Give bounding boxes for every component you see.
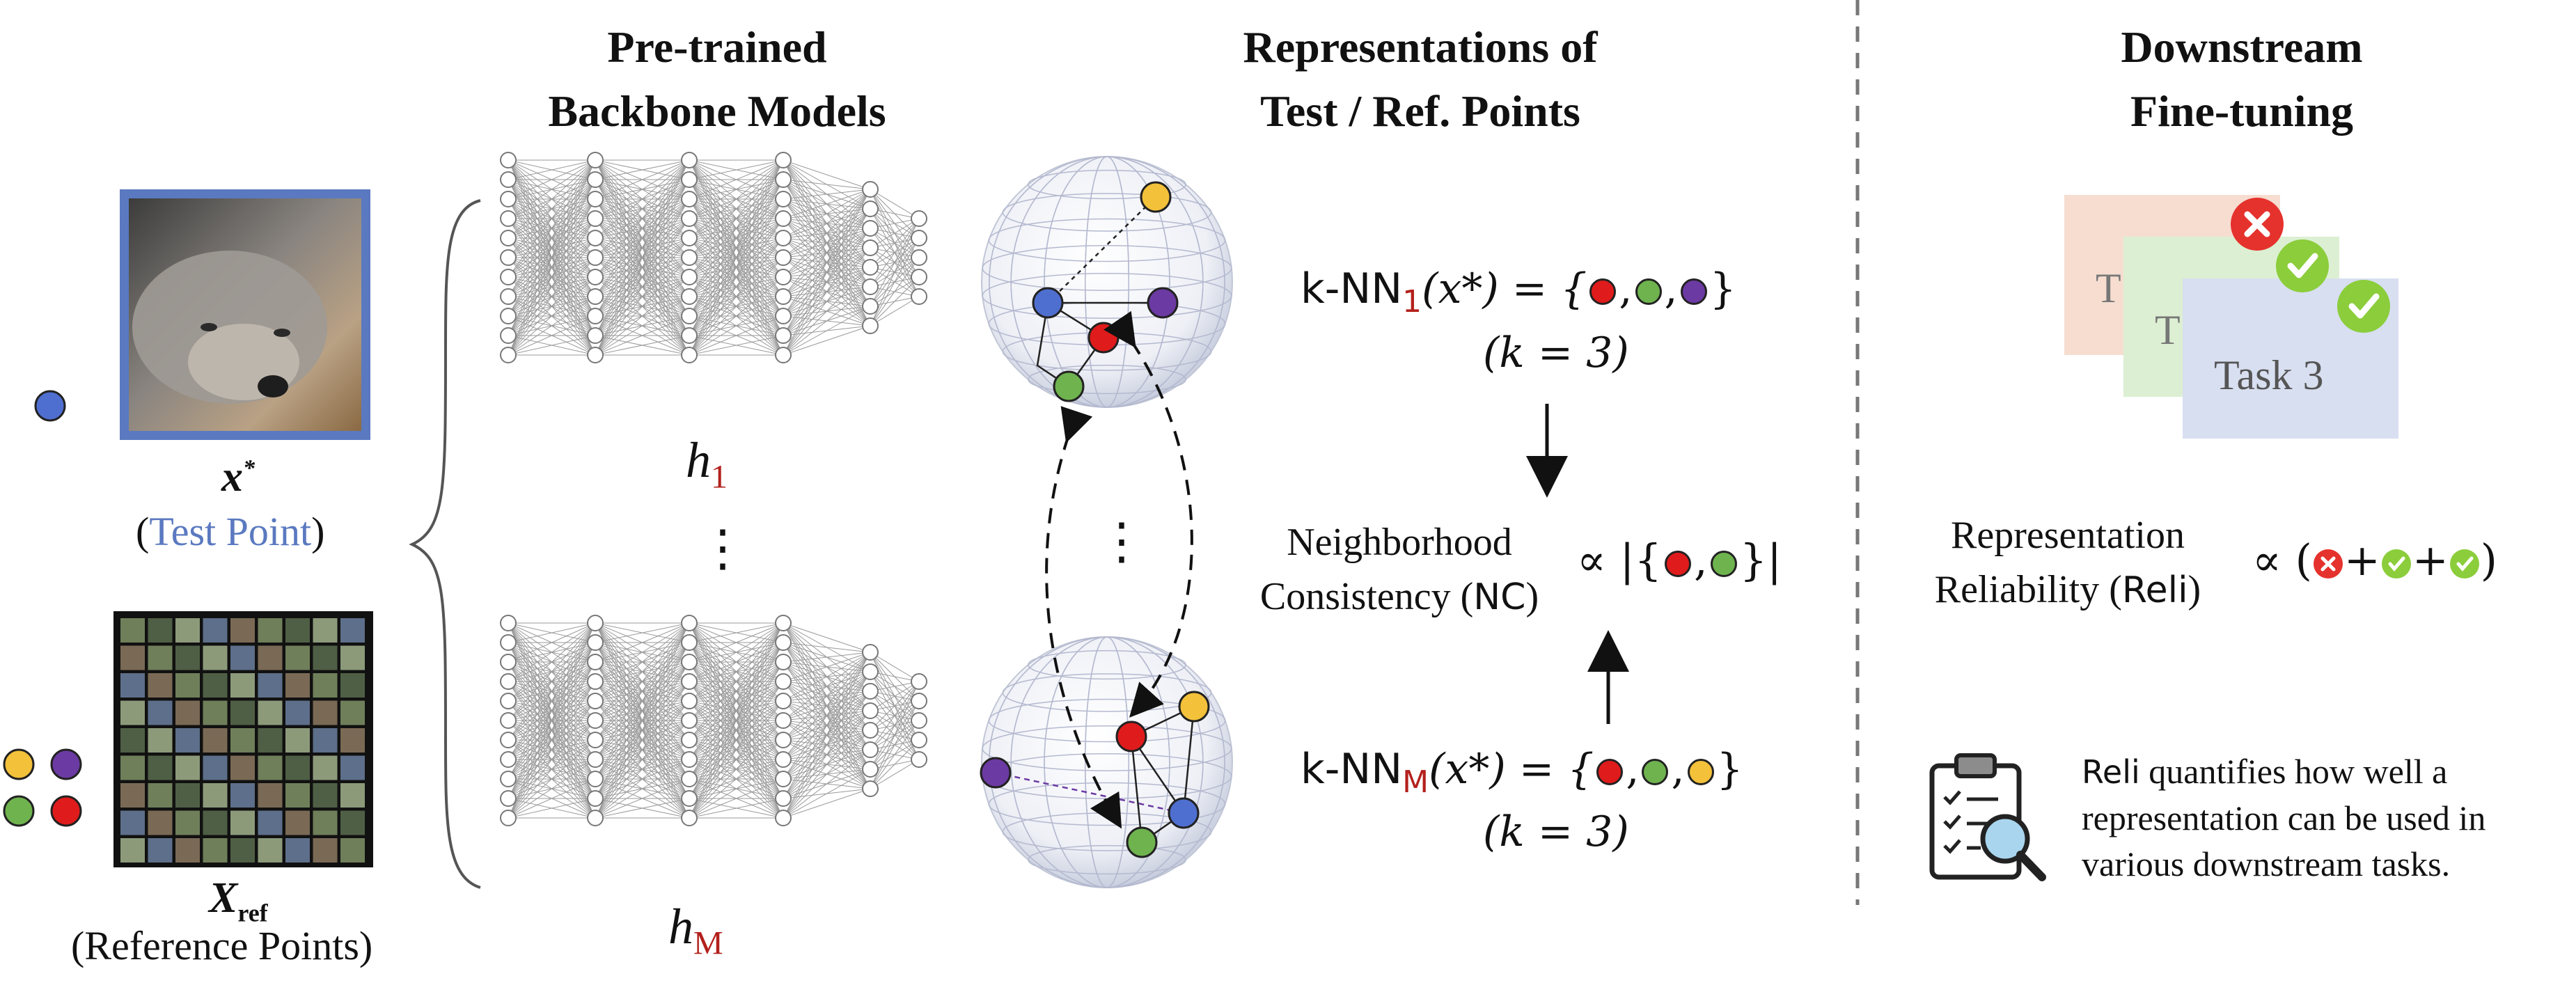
knn1-dot-red bbox=[1589, 278, 1617, 306]
reli-description: Reli quantifies how well a representatio… bbox=[2082, 748, 2485, 887]
check-badge-icon bbox=[2337, 280, 2390, 333]
knn1-k-value: (k = 3) bbox=[1483, 329, 1629, 377]
reference-image-grid bbox=[113, 611, 373, 867]
nc-label-line2: Consistency (NC) bbox=[1259, 575, 1539, 618]
model-label-hm: hM bbox=[668, 899, 723, 962]
backbone-network-m bbox=[500, 615, 927, 826]
nc-dot-green bbox=[1710, 550, 1737, 577]
knnm-dot-red bbox=[1596, 759, 1624, 786]
model-label-h1: h1 bbox=[686, 432, 728, 496]
cross-model-arrow-left bbox=[1045, 406, 1122, 829]
knnm-k-value: (k = 3) bbox=[1483, 808, 1629, 856]
cross-model-arrow-right bbox=[1103, 310, 1193, 718]
check-badge-icon bbox=[2276, 239, 2329, 292]
header-down-line1: Downstream bbox=[2121, 22, 2363, 72]
representation-sphere-m bbox=[980, 636, 1233, 888]
reli-label-line1: Representation bbox=[1951, 514, 2185, 557]
backbone-network-1 bbox=[500, 152, 927, 363]
reference-label: (Reference Points) bbox=[71, 923, 373, 968]
task-card-2-label: T bbox=[2155, 307, 2181, 353]
knnm-dot-yellow bbox=[1687, 759, 1714, 786]
nc-label: Neighborhood Consistency (NC) bbox=[1225, 515, 1573, 624]
ref-dot-yellow bbox=[3, 748, 35, 780]
reli-formula: ∝ (++) bbox=[2252, 535, 2497, 585]
header-repr-line1: Representations of bbox=[1243, 22, 1598, 72]
test-point-symbol: x* bbox=[221, 453, 255, 501]
header-downstream: Downstream Fine-tuning bbox=[2019, 15, 2465, 143]
ref-dot-red bbox=[50, 795, 82, 827]
input-brace bbox=[409, 199, 481, 889]
spheres-vdots: ⋮ bbox=[1097, 514, 1147, 569]
nc-label-line1: Neighborhood bbox=[1287, 521, 1512, 564]
test-point-dot bbox=[34, 390, 66, 422]
knn1-dot-purple bbox=[1680, 278, 1707, 306]
clipboard-magnifier-icon bbox=[1929, 753, 2046, 881]
reference-symbol: Xref bbox=[209, 874, 268, 927]
task-card-1-label: T bbox=[2096, 265, 2121, 311]
ref-dot-purple bbox=[50, 748, 82, 780]
nc-formula: ∝ |{,}| bbox=[1577, 535, 1782, 585]
reli-label-line2: Reliability (Reli) bbox=[1934, 568, 2201, 611]
reli-desc-line1: Reli quantifies how well a bbox=[2082, 752, 2448, 791]
header-representations: Representations of Test / Ref. Points bbox=[1156, 15, 1685, 143]
knn1-dot-green bbox=[1635, 278, 1662, 306]
reli-label: Representation Reliability (Reli) bbox=[1887, 508, 2249, 617]
test-point-photo bbox=[120, 189, 370, 440]
header-repr-line2: Test / Ref. Points bbox=[1260, 86, 1580, 136]
knnm-dot-green bbox=[1642, 759, 1669, 786]
header-down-line2: Fine-tuning bbox=[2130, 86, 2354, 136]
reli-desc-line2: representation can be used in bbox=[2082, 798, 2486, 837]
representation-sphere-1 bbox=[981, 156, 1233, 408]
reli-desc-line3: various downstream tasks. bbox=[2082, 844, 2451, 883]
x-badge-icon bbox=[2231, 198, 2284, 251]
header-backbone: Pre-trained Backbone Models bbox=[473, 15, 961, 143]
header-backbone-line2: Backbone Models bbox=[548, 86, 886, 136]
task-card-3-label: Task 3 bbox=[2214, 352, 2324, 398]
test-point-label: (Test Point) bbox=[136, 509, 325, 554]
knnm-expression: k-NNM(x*) = {,,} bbox=[1301, 745, 1743, 800]
nc-dot-red bbox=[1665, 550, 1692, 577]
knn1-expression: k-NN1(x*) = {,,} bbox=[1301, 265, 1736, 320]
header-backbone-line1: Pre-trained bbox=[607, 22, 827, 72]
check-badge-icon bbox=[2449, 549, 2479, 578]
x-badge-icon bbox=[2313, 549, 2343, 578]
models-vdots: ⋮ bbox=[698, 521, 748, 576]
check-badge-icon bbox=[2381, 549, 2411, 578]
ref-dot-green bbox=[3, 795, 35, 827]
